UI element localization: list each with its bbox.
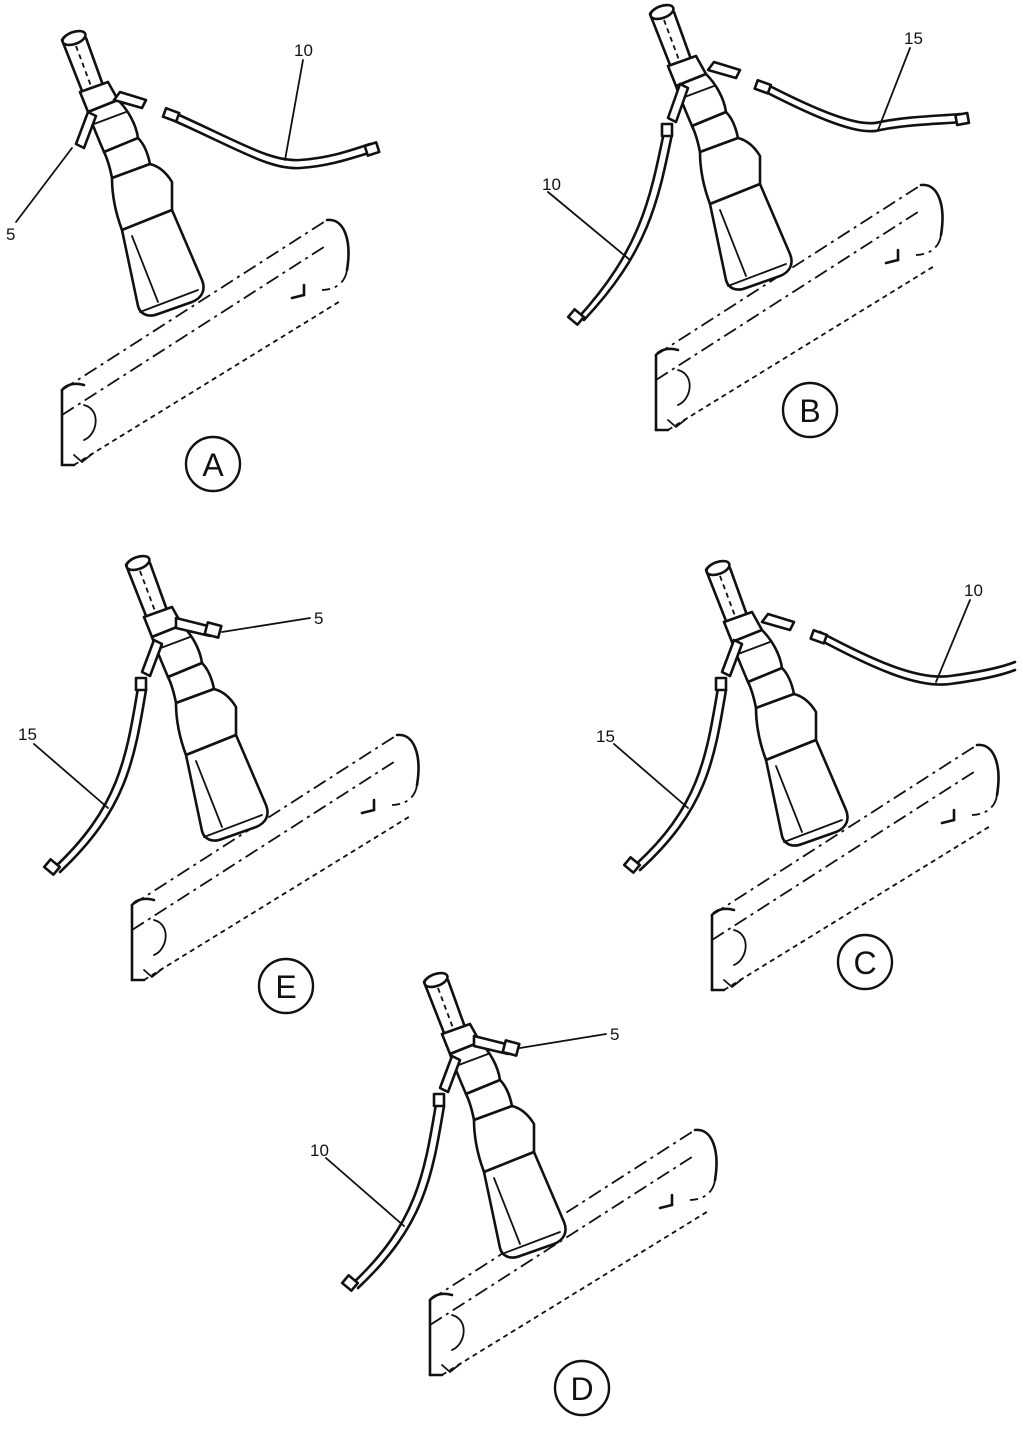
callout-label: 10: [310, 1141, 329, 1160]
callout-label: 5: [314, 609, 323, 628]
view-label-a: A: [184, 435, 242, 493]
callout-label: 5: [6, 225, 15, 244]
view-letter: D: [570, 1371, 593, 1407]
view-c: 10 15 C: [596, 556, 1017, 992]
callout-label: 10: [294, 41, 313, 60]
view-letter: A: [202, 447, 224, 483]
view-letter: B: [799, 393, 820, 429]
view-label-c: C: [836, 933, 894, 991]
callout-label: 15: [18, 725, 37, 744]
view-label-e: E: [257, 957, 315, 1015]
callout-label: 15: [904, 29, 923, 48]
view-b: 15 10 B: [542, 0, 971, 439]
callout-label: 5: [610, 1025, 619, 1044]
view-e: 5 15 E: [18, 551, 420, 1015]
view-a: 10 5 A: [6, 26, 381, 493]
callout-label: 10: [964, 581, 983, 600]
callout-label: 10: [542, 175, 561, 194]
view-letter: C: [853, 945, 876, 981]
view-label-b: B: [781, 381, 839, 439]
view-label-d: D: [553, 1359, 611, 1417]
view-d: 5 10 D: [310, 968, 718, 1417]
view-letter: E: [275, 969, 296, 1005]
callout-label: 15: [596, 727, 615, 746]
